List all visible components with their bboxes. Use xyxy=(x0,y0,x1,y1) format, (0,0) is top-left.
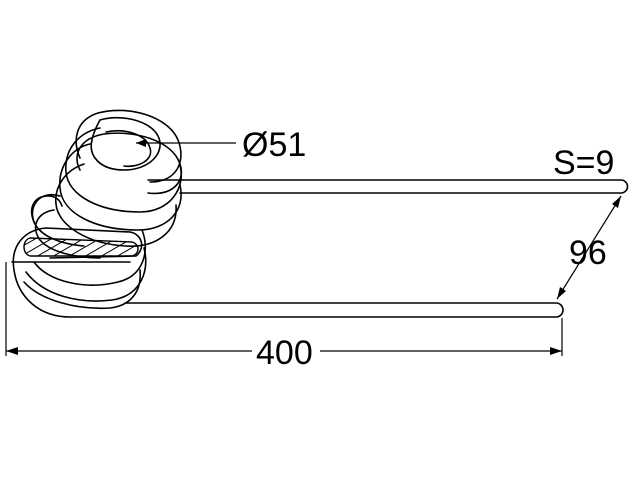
length-dimension-line xyxy=(5,262,563,356)
height-dimension-line xyxy=(556,195,622,300)
diameter-leader xyxy=(136,139,236,147)
upper-tine-arm xyxy=(147,179,629,194)
coil-spring xyxy=(11,109,183,318)
diameter-label: Ø51 xyxy=(242,126,306,164)
lower-tine-arm xyxy=(69,302,564,318)
thickness-label: S=9 xyxy=(553,144,614,182)
height-label: 96 xyxy=(569,234,607,272)
length-label: 400 xyxy=(256,334,313,372)
